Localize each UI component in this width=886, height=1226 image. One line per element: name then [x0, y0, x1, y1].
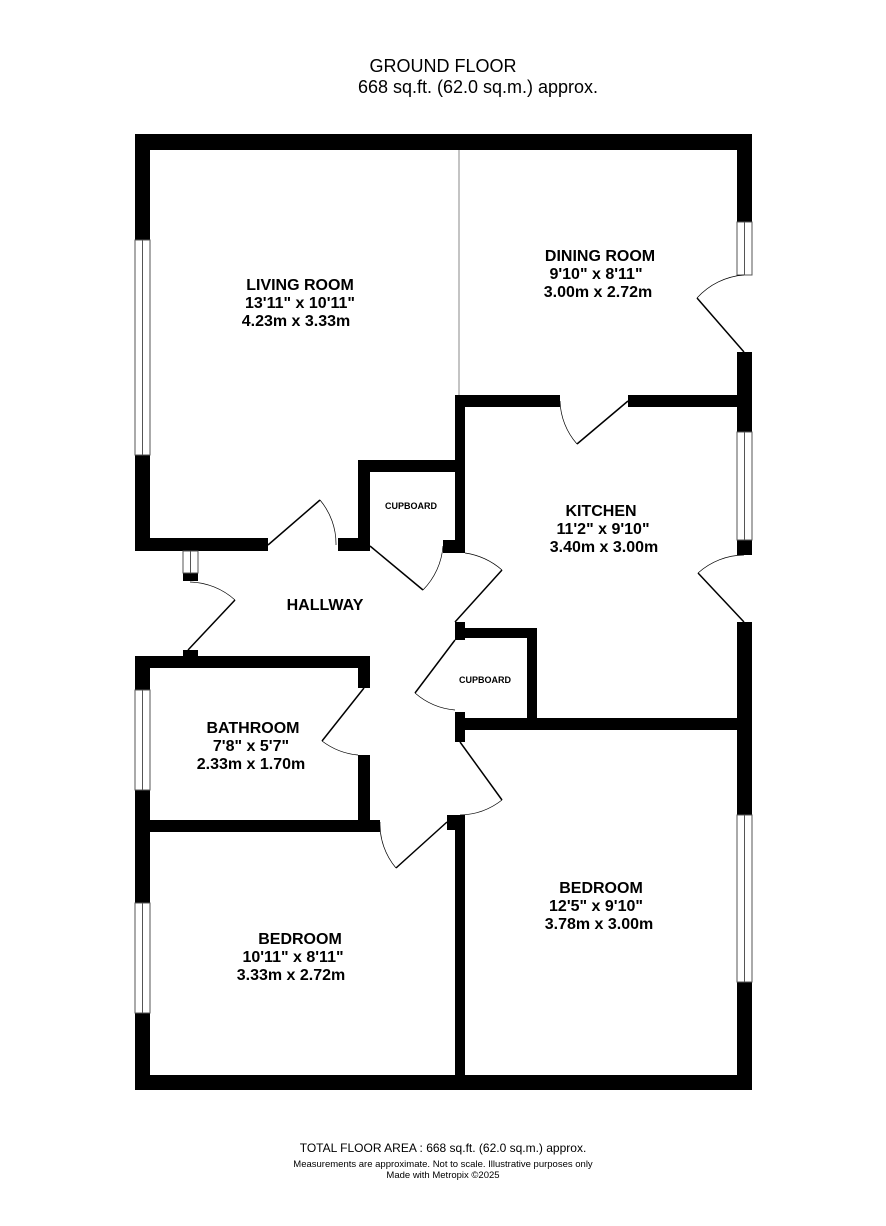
- room-name: KITCHEN: [565, 503, 636, 520]
- cupboard-label: CUPBOARD: [459, 675, 512, 685]
- room-bathroom: BATHROOM 7'8" x 5'7" 2.33m x 1.70m: [197, 720, 306, 773]
- room-imperial: 13'11" x 10'11": [245, 295, 355, 312]
- floor-title: GROUND FLOOR: [369, 56, 517, 76]
- credit: Made with Metropix ©2025: [386, 1170, 500, 1181]
- room-name: BEDROOM: [559, 880, 643, 897]
- room-metric: 3.78m x 3.00m: [545, 916, 654, 933]
- room-metric: 3.33m x 2.72m: [237, 967, 346, 984]
- room-imperial: 11'2" x 9'10": [556, 521, 649, 538]
- room-imperial: 10'11" x 8'11": [242, 949, 343, 966]
- room-name: DINING ROOM: [545, 248, 655, 265]
- windows: [134, 221, 753, 1014]
- cupboard-label: CUPBOARD: [385, 501, 438, 511]
- room-metric: 2.33m x 1.70m: [197, 756, 306, 773]
- room-metric: 3.00m x 2.72m: [544, 284, 653, 301]
- room-name: BATHROOM: [206, 720, 299, 737]
- room-imperial: 12'5" x 9'10": [549, 898, 643, 915]
- room-living-room: LIVING ROOM 13'11" x 10'11" 4.23m x 3.33…: [242, 277, 355, 330]
- room-imperial: 9'10" x 8'11": [549, 266, 642, 283]
- disclaimer: Measurements are approximate. Not to sca…: [293, 1159, 593, 1170]
- doors: [187, 274, 745, 869]
- room-hallway: HALLWAY: [287, 597, 364, 614]
- room-metric: 4.23m x 3.33m: [242, 313, 351, 330]
- room-name: LIVING ROOM: [246, 277, 354, 294]
- room-dining-room: DINING ROOM 9'10" x 8'11" 3.00m x 2.72m: [544, 248, 655, 301]
- room-bedroom-2: BEDROOM 12'5" x 9'10" 3.78m x 3.00m: [545, 880, 654, 933]
- floor-area: 668 sq.ft. (62.0 sq.m.) approx.: [357, 77, 599, 97]
- room-name: BEDROOM: [258, 931, 342, 948]
- room-metric: 3.40m x 3.00m: [550, 539, 659, 556]
- walls: [135, 134, 752, 1090]
- total-floor-area: TOTAL FLOOR AREA : 668 sq.ft. (62.0 sq.m…: [299, 1141, 587, 1155]
- room-name: HALLWAY: [287, 597, 364, 614]
- room-imperial: 7'8" x 5'7": [213, 738, 289, 755]
- room-kitchen: KITCHEN 11'2" x 9'10" 3.40m x 3.00m: [550, 503, 659, 556]
- room-bedroom-1: BEDROOM 10'11" x 8'11" 3.33m x 2.72m: [237, 931, 346, 984]
